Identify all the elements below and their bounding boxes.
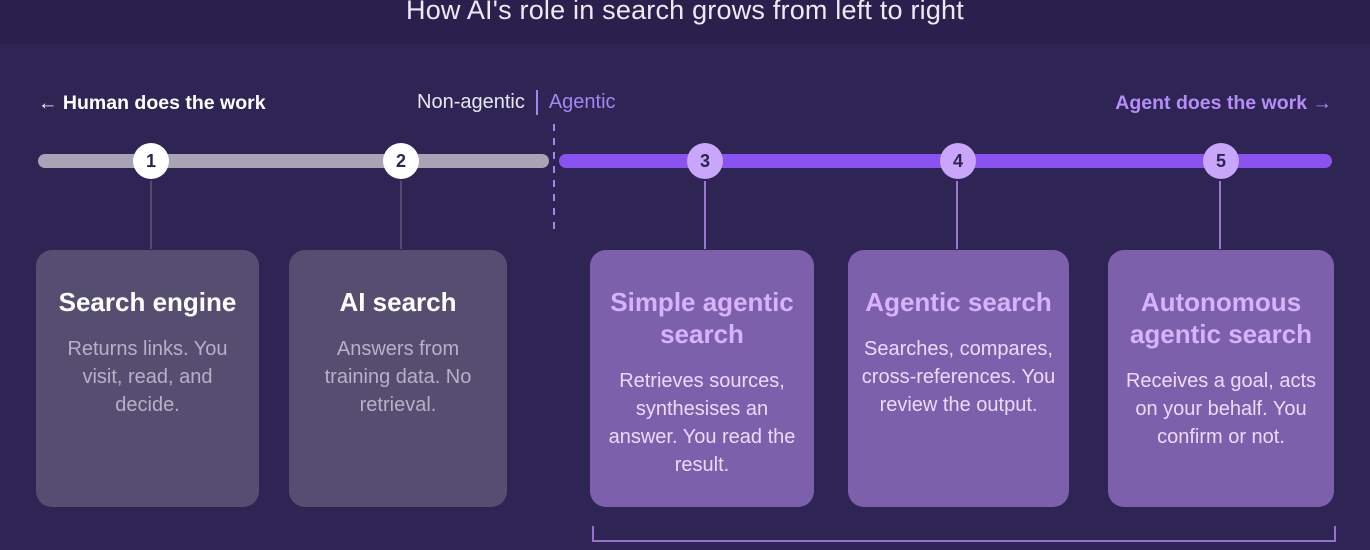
stage-card-simple-agentic-search: Simple agentic search Retrieves sources,… (590, 250, 814, 507)
stage-marker-2: 2 (383, 143, 419, 179)
stage-marker-4: 4 (940, 143, 976, 179)
stage-card-title: Agentic search (865, 287, 1052, 317)
stage-card-description: Returns links. You visit, read, and deci… (67, 338, 228, 416)
stage-connector-3 (704, 181, 706, 249)
stage-marker-3: 3 (687, 143, 723, 179)
stage-marker-5: 5 (1203, 143, 1239, 179)
stage-card-agentic-search: Agentic search Searches, compares, cross… (848, 250, 1069, 507)
human-side-label: ← Human does the work (38, 92, 266, 114)
stage-card-search-engine: Search engine Returns links. You visit, … (36, 250, 259, 507)
agent-side-label: Agent does the work → (1115, 92, 1332, 114)
stage-card-ai-search: AI search Answers from training data. No… (289, 250, 507, 507)
agentic-group-bracket (592, 526, 1336, 542)
stage-connector-1 (150, 181, 152, 249)
page-title: How AI's role in search grows from left … (406, 0, 964, 25)
stage-number: 3 (699, 150, 710, 171)
stage-card-description: Retrieves sources, synthesises an answer… (608, 370, 796, 476)
stage-marker-1: 1 (133, 143, 169, 179)
stage-card-title: AI search (339, 287, 457, 317)
stage-number: 4 (952, 150, 963, 171)
stage-connector-4 (956, 181, 958, 249)
stage-connector-5 (1219, 181, 1221, 249)
stage-connector-2 (400, 181, 402, 249)
divider-tick (535, 90, 538, 115)
agentic-label: Agentic (548, 91, 616, 113)
stage-card-description: Searches, compares, cross-references. Yo… (861, 338, 1056, 416)
stage-card-title: Autonomous agentic search (1129, 287, 1313, 349)
stage-card-title: Simple agentic search (610, 287, 794, 349)
stage-number: 5 (1215, 150, 1226, 171)
non-agentic-track (38, 154, 549, 168)
stage-number: 1 (145, 150, 156, 171)
stage-card-title: Search engine (58, 287, 237, 317)
stage-card-description: Answers from training data. No retrieval… (324, 338, 472, 416)
non-agentic-label: Non-agentic (417, 91, 525, 113)
stage-card-description: Receives a goal, acts on your behalf. Yo… (1125, 370, 1317, 448)
title-band (0, 0, 1370, 44)
stage-number: 2 (395, 150, 406, 171)
axis-center-label: Non-agentic Agentic (417, 90, 616, 115)
agentic-divider-line (553, 124, 555, 236)
stage-card-autonomous-agentic-search: Autonomous agentic search Receives a goa… (1108, 250, 1334, 507)
